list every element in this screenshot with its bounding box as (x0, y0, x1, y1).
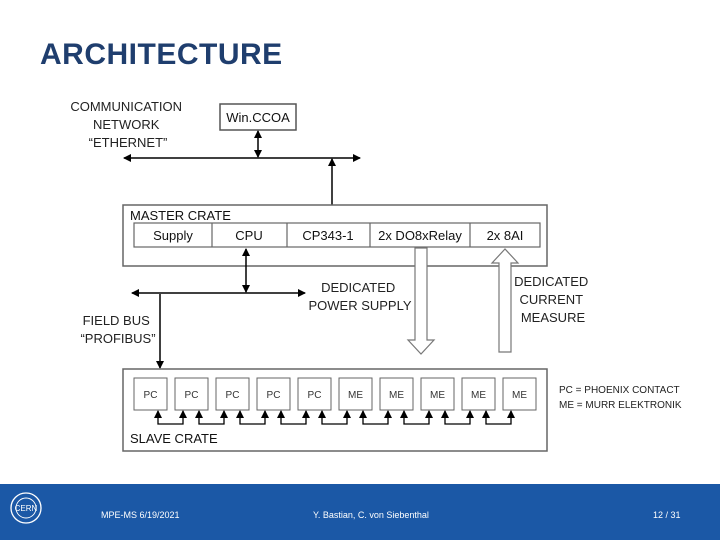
winccoa-label: Win.CCOA (226, 110, 290, 125)
svg-text:CERN: CERN (15, 504, 38, 513)
footer-authors: Y. Bastian, C. von Siebenthal (313, 510, 429, 520)
measure-arrow-up (490, 248, 520, 353)
power-arrow-down (406, 247, 436, 355)
winccoa-box (219, 103, 297, 131)
slave-module: ME (430, 390, 445, 401)
footer-date: MPE-MS 6/19/2021 (101, 510, 180, 520)
module-legend: PC = PHOENIX CONTACT ME = MURR ELEKTRONI… (559, 385, 682, 411)
slave-module: ME (389, 390, 404, 401)
slave-module: PC (267, 390, 281, 401)
cern-logo-icon: CERN (10, 492, 42, 524)
slave-bus-chain (154, 410, 515, 425)
module-8ai: 2x 8AI (487, 228, 524, 243)
slave-module: PC (185, 390, 199, 401)
slave-module: PC (226, 390, 240, 401)
slide-title: ARCHITECTURE (40, 38, 283, 71)
footer-page-number: 12 / 31 (653, 510, 681, 520)
footer-bar: CERN MPE-MS 6/19/2021 Y. Bastian, C. von… (0, 484, 720, 540)
slave-module: PC (308, 390, 322, 401)
comm-network-label: COMMUNICATION NETWORK “ETHERNET” (70, 99, 185, 150)
module-cpu: CPU (235, 228, 262, 243)
slave-module: PC (144, 390, 158, 401)
master-module-bar (133, 222, 541, 248)
dedicated-power-label: DEDICATED POWER SUPPLY (308, 280, 411, 313)
module-cp343: CP343-1 (302, 228, 353, 243)
slave-module: ME (512, 390, 527, 401)
field-bus-label: FIELD BUS “PROFIBUS” (80, 313, 155, 346)
slave-module: ME (471, 390, 486, 401)
master-crate-label: MASTER CRATE (130, 208, 231, 223)
slave-crate-label: SLAVE CRATE (130, 431, 218, 446)
architecture-diagram: COMMUNICATION NETWORK “ETHERNET” Win.CCO… (70, 99, 682, 452)
dedicated-current-label: DEDICATED CURRENT MEASURE (514, 274, 592, 325)
module-do8: 2x DO8xRelay (378, 228, 462, 243)
module-supply: Supply (153, 228, 193, 243)
slave-modules: PC PC PC PC PC ME ME ME ME ME (133, 377, 537, 411)
slave-module: ME (348, 390, 363, 401)
